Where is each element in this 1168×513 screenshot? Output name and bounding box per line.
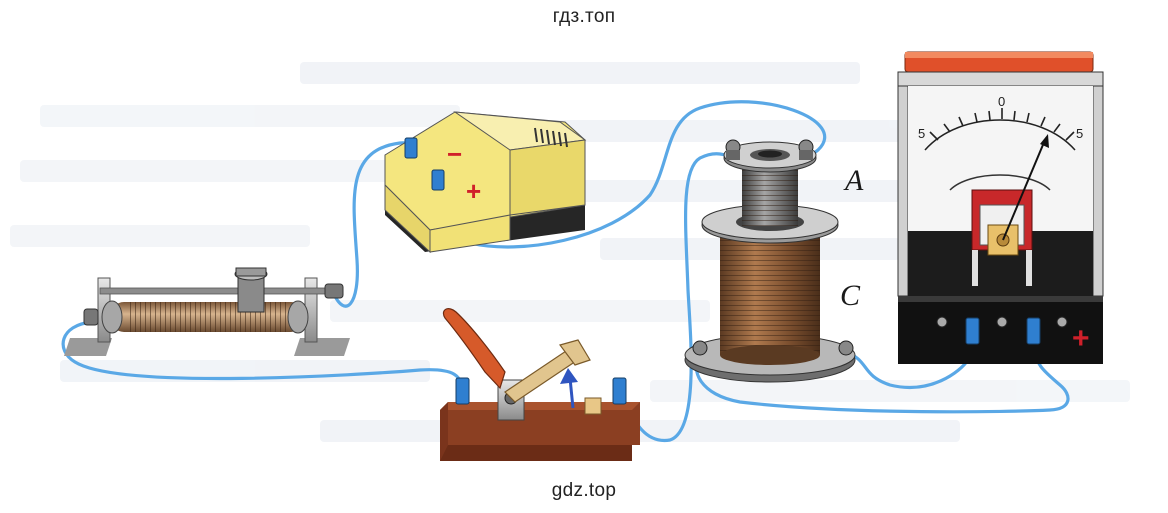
coil-c-terminal-left: [692, 340, 708, 356]
galvanometer-needle: [1002, 139, 1046, 241]
galv-terminal-left: [965, 317, 980, 345]
coil-label-a: A: [843, 164, 864, 197]
watermark-top: гдз.топ: [552, 6, 616, 27]
galv-terminal-right: [1026, 317, 1041, 345]
knife-switch: [440, 308, 640, 461]
switch-terminal-left: [455, 377, 470, 405]
watermark-bottom: gdz.top: [551, 480, 617, 501]
galvanometer: 5 0 5 +: [897, 51, 1104, 364]
power-supply: − +: [384, 111, 587, 254]
induction-coils: A C: [684, 139, 864, 383]
galvanometer-scale-ticks: [929, 108, 1075, 141]
battery-minus-sign: −: [447, 139, 462, 169]
coil-c-terminal-right: [838, 340, 854, 356]
battery-terminal-plus: [431, 169, 445, 191]
battery-plus-sign: +: [466, 176, 481, 206]
wire-switch-to-coil-a: [618, 152, 732, 442]
scale-label-right: 5: [1076, 126, 1083, 141]
battery-terminal-minus: [404, 137, 418, 159]
scale-label-left: 5: [918, 126, 925, 141]
wire-rheostat-to-switch: [61, 320, 464, 394]
galv-plus-sign: +: [1072, 322, 1090, 355]
rheostat: [64, 267, 350, 356]
coil-label-c: C: [840, 279, 861, 312]
wire-coil-c-to-galv-right: [694, 344, 1070, 414]
motion-arrow-icon: [560, 368, 578, 409]
switch-terminal-right: [612, 377, 627, 405]
scale-label-center: 0: [998, 94, 1005, 109]
